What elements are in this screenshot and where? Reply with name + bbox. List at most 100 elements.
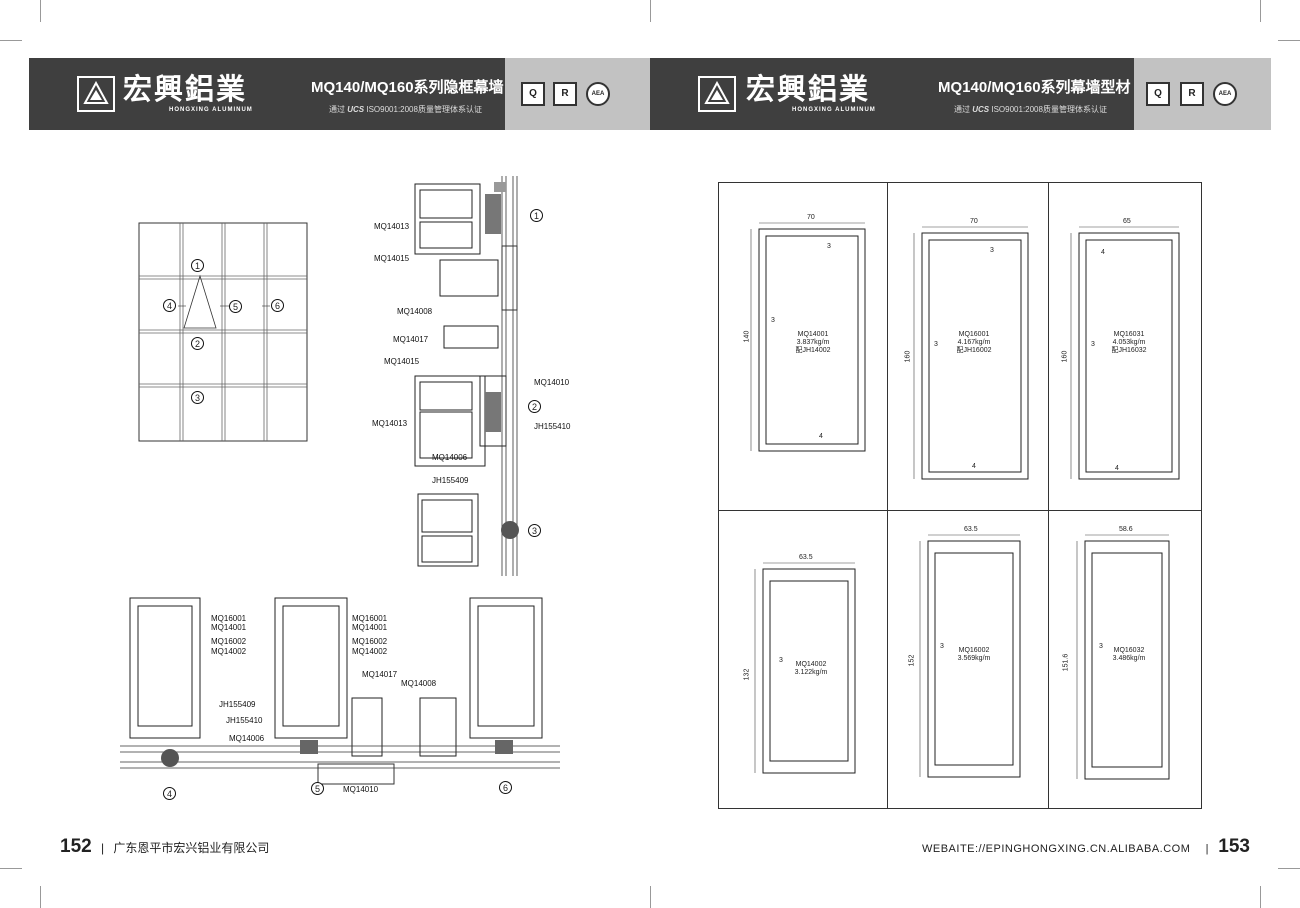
profile-info: MQ16001 4.167kg/m 配JH16002 xyxy=(944,331,1004,355)
brand-name-en: HONGXING ALUMINUM xyxy=(792,107,876,113)
profile-weight: 3.837kg/m xyxy=(796,339,830,346)
profile-match: 配JH16032 xyxy=(1111,347,1147,354)
profile-cell: 70 140 3 3 4 MQ14001 3.837kg/m 配JH14002 xyxy=(719,183,887,510)
crop-mark xyxy=(40,0,41,22)
hs-marker-5: 5 xyxy=(311,782,324,795)
profile-match: 配JH16002 xyxy=(956,347,992,354)
marker-5: 5 xyxy=(229,300,242,313)
dim-bottom: 4 xyxy=(972,463,976,470)
dim-width: 70 xyxy=(807,214,815,221)
marker-4: 4 xyxy=(163,299,176,312)
cert-r-icon: R xyxy=(553,82,577,106)
subtitle-text: ISO9001:2008质量管理体系认证 xyxy=(991,105,1107,114)
triangle-logo-icon xyxy=(704,81,730,104)
vs-label: MQ14010 xyxy=(534,378,570,387)
footer-separator: | xyxy=(100,841,105,855)
profile-weight: 4.053kg/m xyxy=(1112,339,1146,346)
hs-label: MQ14008 xyxy=(401,679,437,688)
crop-mark xyxy=(1260,0,1261,22)
hs-label: MQ14001 xyxy=(352,623,388,632)
subtitle-prefix: 通过 xyxy=(329,105,345,114)
dim-height: 132 xyxy=(743,668,751,681)
dim-width: 63.5 xyxy=(799,554,813,561)
hs-label: MQ14010 xyxy=(343,785,379,794)
hs-label: MQ14017 xyxy=(362,670,398,679)
hs-marker-4: 4 xyxy=(163,787,176,800)
crop-mark xyxy=(1278,868,1300,869)
dim-height: 160 xyxy=(904,350,912,363)
vs-marker-1: 1 xyxy=(530,209,543,222)
triangle-logo-icon xyxy=(83,81,109,104)
dim-top: 3 xyxy=(827,243,831,250)
dim-wall: 3 xyxy=(1091,341,1095,348)
website-link[interactable]: WEBAITE://EPINGHONGXING.CN.ALIBABA.COM xyxy=(922,843,1191,855)
marker-3: 3 xyxy=(191,391,204,404)
profile-code: MQ16031 xyxy=(1113,331,1145,338)
dim-height: 140 xyxy=(743,330,751,343)
dim-height: 160 xyxy=(1061,350,1069,363)
profile-info: MQ14001 3.837kg/m 配JH14002 xyxy=(783,331,843,355)
profile-weight: 4.167kg/m xyxy=(957,339,991,346)
dim-wall: 3 xyxy=(1099,643,1103,650)
profile-weight: 3.122kg/m xyxy=(794,669,828,676)
cert-q-icon: Q xyxy=(1146,82,1170,106)
marker-6: 6 xyxy=(271,299,284,312)
vs-label: MQ14015 xyxy=(384,357,420,366)
profile-cell: 63.5 152 3 MQ16002 3.569kg/m xyxy=(888,511,1048,808)
dim-wall: 3 xyxy=(779,657,783,664)
vertical-section-drawing xyxy=(414,176,519,576)
profile-info: MQ16032 3.486kg/m xyxy=(1099,647,1159,663)
vs-label: MQ14013 xyxy=(372,419,408,428)
vs-label: MQ14008 xyxy=(397,307,433,316)
profile-code: MQ16001 xyxy=(958,331,990,338)
vs-marker-3: 3 xyxy=(528,524,541,537)
profile-table: 70 140 3 3 4 MQ14001 3.837kg/m 配JH14002 … xyxy=(718,182,1202,809)
cert-aea-icon: AEA xyxy=(1213,82,1237,106)
crop-mark xyxy=(650,0,651,22)
brand-name: 宏興鋁業 xyxy=(746,72,871,106)
profile-drawing xyxy=(919,534,1021,778)
footer-separator: | xyxy=(1205,843,1210,855)
vs-label: MQ14006 xyxy=(432,453,468,462)
hs-label: MQ14001 xyxy=(211,623,247,632)
page-number: 152 xyxy=(60,836,92,857)
dim-bottom: 4 xyxy=(1115,465,1119,472)
profile-code: MQ14002 xyxy=(795,661,827,668)
header-title: MQ140/MQ160系列隐框幕墙 xyxy=(311,79,504,96)
profile-cell: 70 160 3 3 4 MQ16001 4.167kg/m 配JH16002 xyxy=(888,183,1048,510)
crop-mark xyxy=(40,886,41,908)
crop-mark xyxy=(0,40,22,41)
ucs-mark: UCS xyxy=(972,105,990,114)
profile-cell: 65 160 3 4 4 MQ16031 4.053kg/m 配JH16032 xyxy=(1049,183,1201,510)
hs-label: MQ16002 xyxy=(352,637,388,646)
company-logo xyxy=(77,76,115,112)
ucs-mark: UCS xyxy=(347,105,365,114)
company-logo xyxy=(698,76,736,112)
brand-name-en: HONGXING ALUMINUM xyxy=(169,107,253,113)
hs-label: MQ16001 xyxy=(211,614,247,623)
profile-cell: 58.6 151.6 3 MQ16032 3.486kg/m xyxy=(1049,511,1201,808)
vs-label: JH155410 xyxy=(534,422,571,431)
elevation-drawing xyxy=(138,222,308,442)
cert-r-icon: R xyxy=(1180,82,1204,106)
profile-info: MQ16031 4.053kg/m 配JH16032 xyxy=(1099,331,1159,355)
company-name: 广东恩平市宏兴铝业有限公司 xyxy=(113,841,270,855)
profile-code: MQ16002 xyxy=(958,647,990,654)
hs-label: MQ14006 xyxy=(229,734,265,743)
profile-code: MQ14001 xyxy=(797,331,829,338)
footer-right: WEBAITE://EPINGHONGXING.CN.ALIBABA.COM |… xyxy=(922,836,1250,858)
profile-code: MQ16032 xyxy=(1113,647,1145,654)
profile-cell: 63.5 132 3 MQ14002 3.122kg/m xyxy=(719,511,887,808)
profile-drawing xyxy=(750,222,866,452)
dim-width: 65 xyxy=(1123,218,1131,225)
crop-mark xyxy=(650,886,651,908)
hs-label: MQ16002 xyxy=(211,637,247,646)
vs-marker-2: 2 xyxy=(528,400,541,413)
header-left: 宏興鋁業 HONGXING ALUMINUM MQ140/MQ160系列隐框幕墙… xyxy=(29,58,650,130)
hs-label: JH155410 xyxy=(226,716,263,725)
dim-height: 151.6 xyxy=(1062,653,1070,672)
hs-marker-6: 6 xyxy=(499,781,512,794)
brand-name: 宏興鋁業 xyxy=(123,72,248,106)
dim-wall: 3 xyxy=(940,643,944,650)
header-right: 宏興鋁業 HONGXING ALUMINUM MQ140/MQ160系列幕墙型材… xyxy=(650,58,1271,130)
